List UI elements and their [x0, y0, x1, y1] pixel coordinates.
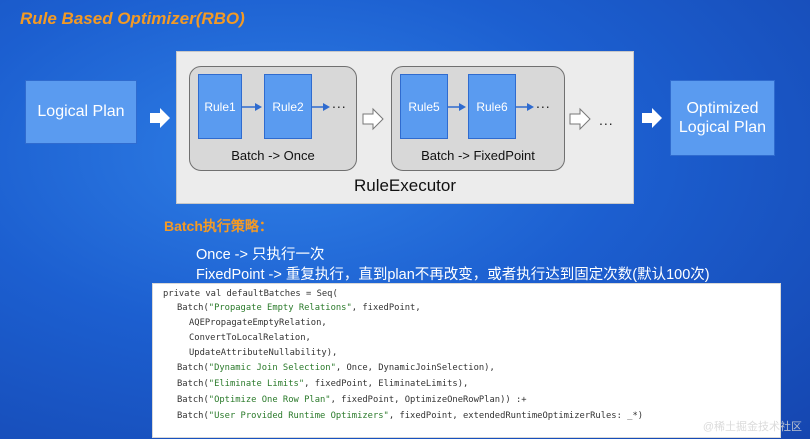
executor-label: RuleExecutor: [353, 176, 457, 195]
strategy-once: Once -> 只执行一次: [196, 247, 325, 263]
slide-title: Rule Based Optimizer(RBO): [20, 9, 245, 28]
code-line: Batch("Optimize One Row Plan", fixedPoin…: [177, 395, 527, 405]
optimized-logical-plan-box: Optimized Logical Plan: [670, 80, 775, 156]
code-block: private val defaultBatches = Seq( Batch(…: [152, 283, 781, 438]
code-line: ConvertToLocalRelation,: [189, 333, 311, 343]
optimized-label-line1: Optimized: [686, 100, 759, 117]
ellipsis: ...: [536, 95, 551, 111]
rule-label: Rule5: [408, 99, 440, 114]
arrow-icon: [448, 103, 466, 111]
rule-box: Rule1: [198, 74, 242, 139]
arrow-icon: [516, 103, 534, 111]
filled-arrow-icon: [642, 108, 662, 128]
batch-label: Batch -> FixedPoint: [421, 148, 535, 163]
logical-plan-label: Logical Plan: [37, 103, 125, 120]
rule-label: Rule2: [272, 99, 304, 114]
optimized-label-line2: Logical Plan: [678, 119, 767, 136]
watermark: @稀土掘金技术社区: [702, 421, 802, 433]
code-line: Batch("User Provided Runtime Optimizers"…: [177, 411, 644, 421]
arrow-icon: [312, 103, 330, 111]
code-line: UpdateAttributeNullability),: [189, 348, 338, 358]
code-line: Batch("Dynamic Join Selection", Once, Dy…: [177, 363, 495, 373]
rule-box: Rule2: [264, 74, 312, 139]
hollow-arrow-icon: [569, 107, 591, 131]
rule-box: Rule5: [400, 74, 448, 139]
batch-once: Rule1 Rule2 ... Batch -> Once: [189, 66, 357, 171]
code-line: Batch("Eliminate Limits", fixedPoint, El…: [177, 379, 469, 389]
hollow-arrow-icon: [362, 107, 384, 131]
filled-arrow-icon: [150, 108, 170, 128]
arrow-icon: [242, 103, 262, 111]
rule-label: Rule6: [476, 99, 508, 114]
rule-label: Rule1: [204, 99, 236, 114]
ellipsis: ...: [332, 95, 347, 111]
batch-fixedpoint: Rule5 Rule6 ... Batch -> FixedPoint: [391, 66, 565, 171]
rule-box: Rule6: [468, 74, 516, 139]
ellipsis: ...: [599, 112, 614, 128]
rule-executor-container: Rule1 Rule2 ... Batch -> Once Rule5 Rule…: [176, 51, 634, 204]
strategy-fixedpoint: FixedPoint -> 重复执行，直到plan不再改变，或者执行达到固定次数…: [196, 267, 710, 283]
code-line: Batch("Propagate Empty Relations", fixed…: [177, 303, 421, 313]
strategy-heading: Batch执行策略：: [164, 218, 273, 234]
logical-plan-box: Logical Plan: [25, 80, 137, 144]
batch-label: Batch -> Once: [231, 148, 315, 163]
code-line: AQEPropagateEmptyRelation,: [189, 318, 327, 328]
code-line: private val defaultBatches = Seq(: [163, 289, 338, 299]
